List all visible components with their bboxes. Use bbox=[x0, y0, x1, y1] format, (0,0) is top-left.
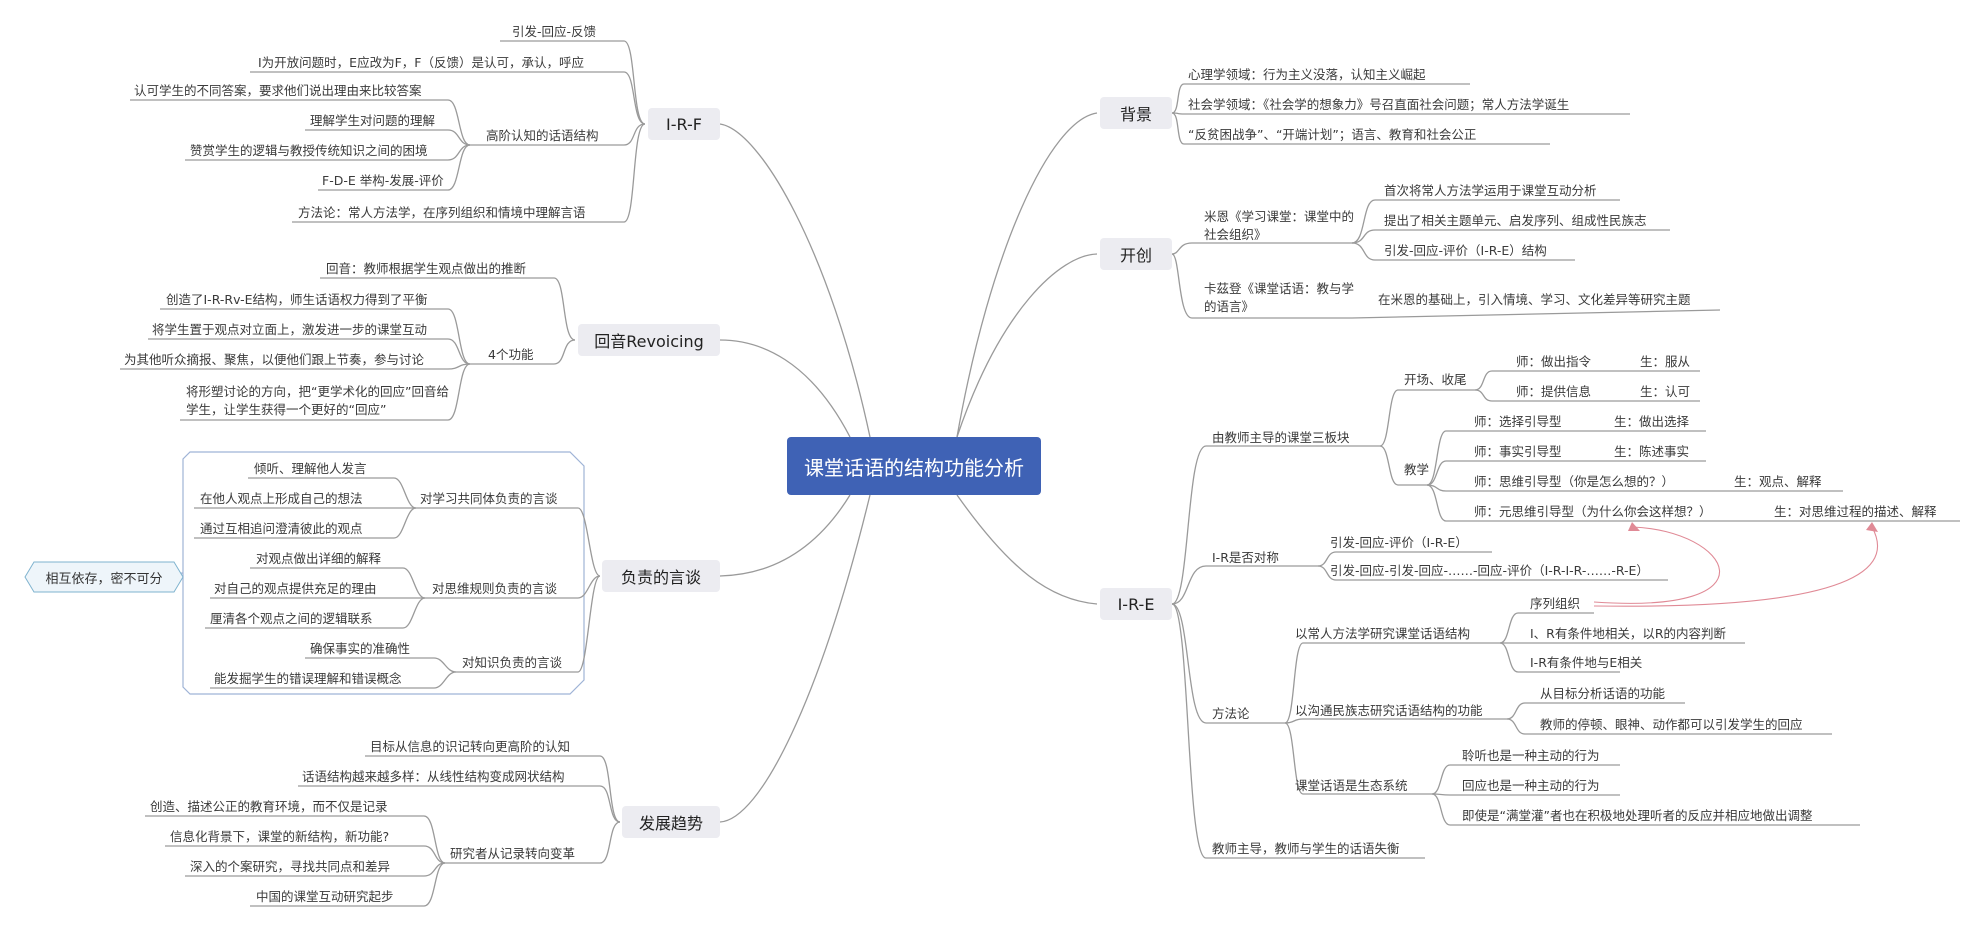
teaching-teacher[interactable]: 师：事实引导型 bbox=[1474, 444, 1562, 459]
researcher-item[interactable]: 信息化背景下，课堂的新结构，新功能? bbox=[170, 829, 390, 844]
irf-item[interactable]: I为开放问题时，E应改为F，F（反馈）是认可，承认，呼应 bbox=[258, 55, 584, 70]
trend-item[interactable]: 目标从信息的识记转向更高阶的认知 bbox=[370, 739, 571, 754]
ethnography-item[interactable]: 教师的停顿、眼神、动作都可以引发学生的回应 bbox=[1540, 717, 1803, 732]
function-item[interactable]: 创造了I-R-Rv-E结构，师生话语权力得到了平衡 bbox=[166, 292, 428, 307]
branch-trends[interactable]: 发展趋势 bbox=[622, 806, 720, 838]
bg-item[interactable]: 心理学领域：行为主义没落，认知主义崛起 bbox=[1188, 67, 1426, 82]
community-topic[interactable]: 对学习共同体负责的言谈 bbox=[420, 491, 558, 506]
ire-conclusion[interactable]: 教师主导，教师与学生的话语失衡 bbox=[1212, 841, 1400, 856]
teaching-student[interactable]: 生：陈述事实 bbox=[1614, 444, 1690, 459]
arrowhead-1 bbox=[1628, 522, 1640, 531]
ethno-item[interactable]: I、R有条件地相关，以R的内容判断 bbox=[1530, 626, 1727, 641]
four-functions-topic[interactable]: 4个功能 bbox=[488, 347, 534, 362]
teaching-student[interactable]: 生：做出选择 bbox=[1614, 414, 1690, 429]
boundary-frame bbox=[182, 451, 585, 695]
opening-student[interactable]: 生：服从 bbox=[1640, 354, 1691, 369]
ethno-item[interactable]: I-R有条件地与E相关 bbox=[1530, 655, 1643, 670]
symmetry-item[interactable]: 引发-回应-引发-回应-……-回应-评价（I-R-I-R-……-R-E） bbox=[1330, 563, 1649, 578]
higher-order-topic[interactable]: 高阶认知的话语结构 bbox=[486, 128, 599, 143]
symmetry-item[interactable]: 引发-回应-评价（I-R-E） bbox=[1330, 535, 1468, 550]
summary-hexagon bbox=[24, 561, 184, 593]
ecosystem-topic[interactable]: 课堂话语是生态系统 bbox=[1295, 778, 1408, 793]
mehan-topic[interactable]: 米恩《学习课堂：课堂中的社会组织》 bbox=[1204, 209, 1355, 242]
methodology-topic[interactable]: 方法论 bbox=[1212, 706, 1250, 721]
teaching-student[interactable]: 生：对思维过程的描述、解释 bbox=[1774, 504, 1937, 519]
cazden-item[interactable]: 在米恩的基础上，引入情境、学习、文化差异等研究主题 bbox=[1378, 292, 1691, 307]
community-item[interactable]: 通过互相追问澄清彼此的观点 bbox=[200, 521, 363, 536]
branch-background[interactable]: 背景 bbox=[1100, 97, 1172, 129]
teaching-teacher[interactable]: 师：选择引导型 bbox=[1474, 414, 1562, 429]
branch-ire[interactable]: I-R-E bbox=[1100, 588, 1172, 620]
ecosystem-item[interactable]: 聆听也是一种主动的行为 bbox=[1462, 748, 1600, 763]
summary-bubble[interactable]: 相互依存，密不可分 bbox=[24, 561, 184, 593]
community-item[interactable]: 在他人观点上形成自己的想法 bbox=[200, 491, 363, 506]
trend-item[interactable]: 话语结构越来越多样：从线性结构变成网状结构 bbox=[302, 769, 565, 784]
irf-item[interactable]: 引发-回应-反馈 bbox=[512, 24, 597, 39]
opening-teacher[interactable]: 师：提供信息 bbox=[1516, 384, 1592, 399]
branch-revoicing[interactable]: 回音Revoicing bbox=[578, 324, 720, 356]
higher-order-item[interactable]: 赞赏学生的逻辑与教授传统知识之间的困境 bbox=[190, 143, 428, 158]
revoicing-item[interactable]: 回音：教师根据学生观点做出的推断 bbox=[326, 261, 527, 276]
function-item[interactable]: 将形塑讨论的方向，把“更学术化的回应”回音给学生，让学生获得一个更好的“回应” bbox=[186, 384, 449, 417]
symmetry-topic[interactable]: I-R是否对称 bbox=[1212, 550, 1279, 565]
thinking-item[interactable]: 对观点做出详细的解释 bbox=[256, 551, 382, 566]
irf-method[interactable]: 方法论：常人方法学，在序列组织和情境中理解言语 bbox=[298, 205, 586, 220]
teaching-teacher[interactable]: 师：元思维引导型（为什么你会这样想？） bbox=[1474, 504, 1712, 519]
teaching-teacher[interactable]: 师：思维引导型（你是怎么想的？） bbox=[1474, 474, 1675, 489]
cazden-topic[interactable]: 卡茲登《课堂话语：教与学的语言》 bbox=[1204, 281, 1355, 314]
ethnography-topic[interactable]: 以沟通民族志研究话语结构的功能 bbox=[1295, 703, 1483, 718]
ecosystem-item[interactable]: 即使是“满堂灌”者也在积极地处理听者的反应并相应地做出调整 bbox=[1462, 808, 1813, 823]
knowledge-item[interactable]: 能发掘学生的错误理解和错误概念 bbox=[214, 671, 402, 686]
relation-arrow-1 bbox=[1593, 526, 1721, 604]
higher-order-item[interactable]: 理解学生对问题的理解 bbox=[310, 113, 436, 128]
branch-pioneer[interactable]: 开创 bbox=[1100, 238, 1172, 270]
researcher-item[interactable]: 创造、描述公正的教育环境，而不仅是记录 bbox=[150, 799, 388, 814]
knowledge-item[interactable]: 确保事实的准确性 bbox=[310, 641, 411, 656]
summary-text: 相互依存，密不可分 bbox=[45, 571, 163, 587]
knowledge-topic[interactable]: 对知识负责的言谈 bbox=[462, 655, 563, 670]
researcher-item[interactable]: 中国的课堂互动研究起步 bbox=[256, 889, 394, 904]
thinking-item[interactable]: 对自己的观点提供充足的理由 bbox=[214, 581, 377, 596]
community-item[interactable]: 倾听、理解他人发言 bbox=[254, 461, 367, 476]
higher-order-item[interactable]: F-D-E 举构-发展-评价 bbox=[322, 173, 444, 188]
root-topic[interactable]: 课堂话语的结构功能分析 bbox=[787, 437, 1041, 495]
opening-teacher[interactable]: 师：做出指令 bbox=[1516, 354, 1592, 369]
mehan-item[interactable]: 首次将常人方法学运用于课堂互动分析 bbox=[1384, 183, 1597, 198]
teacher-led-topic[interactable]: 由教师主导的课堂三板块 bbox=[1212, 430, 1350, 445]
researcher-item[interactable]: 深入的个案研究，寻找共同点和差异 bbox=[190, 859, 391, 874]
mehan-item[interactable]: 引发-回应-评价（I-R-E）结构 bbox=[1384, 243, 1547, 258]
arrowhead-2 bbox=[1866, 522, 1878, 532]
function-item[interactable]: 将学生置于观点对立面上，激发进一步的课堂互动 bbox=[152, 322, 428, 337]
ethnomethodology-topic[interactable]: 以常人方法学研究课堂话语结构 bbox=[1295, 626, 1471, 641]
branch-accountable-talk[interactable]: 负责的言谈 bbox=[602, 560, 720, 592]
thinking-topic[interactable]: 对思维规则负责的言谈 bbox=[432, 581, 558, 596]
relation-arrow-2 bbox=[1593, 526, 1879, 607]
thinking-item[interactable]: 厘清各个观点之间的逻辑联系 bbox=[210, 611, 373, 626]
ethno-item[interactable]: 序列组织 bbox=[1530, 596, 1581, 611]
higher-order-item[interactable]: 认可学生的不同答案，要求他们说出理由来比较答案 bbox=[134, 83, 422, 98]
bg-item[interactable]: 社会学领域：《社会学的想象力》号召直面社会问题；常人方法学诞生 bbox=[1188, 97, 1570, 112]
teaching-topic[interactable]: 教学 bbox=[1404, 462, 1430, 477]
opening-topic[interactable]: 开场、收尾 bbox=[1404, 372, 1467, 387]
bg-item[interactable]: “反贫困战争”、“开端计划”；语言、教育和社会公正 bbox=[1188, 127, 1477, 142]
opening-student[interactable]: 生：认可 bbox=[1640, 384, 1691, 399]
ethnography-item[interactable]: 从目标分析话语的功能 bbox=[1540, 686, 1666, 701]
researcher-topic[interactable]: 研究者从记录转向变革 bbox=[450, 846, 576, 861]
mehan-item[interactable]: 提出了相关主题单元、启发序列、组成性民族志 bbox=[1384, 213, 1647, 228]
ecosystem-item[interactable]: 回应也是一种主动的行为 bbox=[1462, 778, 1600, 793]
function-item[interactable]: 为其他听众摘报、聚焦，以便他们跟上节奏，参与讨论 bbox=[124, 352, 425, 367]
branch-irf[interactable]: I-R-F bbox=[648, 108, 720, 140]
teaching-student[interactable]: 生：观点、解释 bbox=[1734, 474, 1822, 489]
